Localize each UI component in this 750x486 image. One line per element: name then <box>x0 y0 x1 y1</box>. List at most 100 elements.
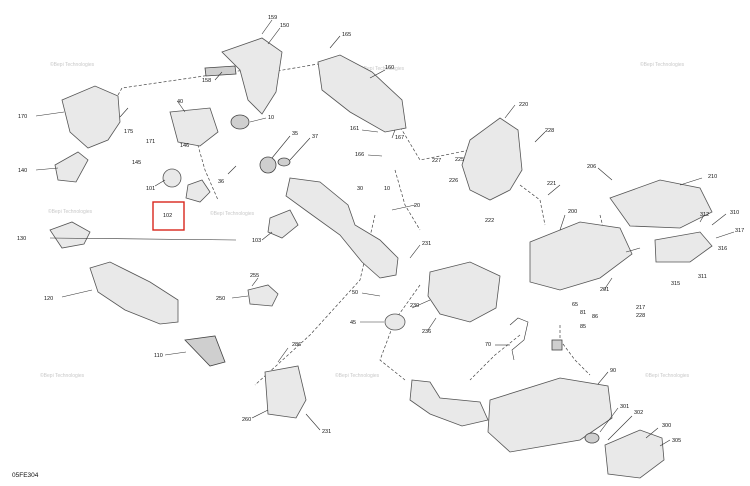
callout-label: 302 <box>634 410 643 416</box>
watermark: ©Bepi Technologies <box>210 210 255 217</box>
callout-labels: 159 150 158 165 160 170 175 40 171 10 35… <box>17 15 744 444</box>
callout-label: 260 <box>242 417 251 423</box>
watermark: ©Bepi Technologies <box>40 372 85 379</box>
part-158 <box>204 65 237 77</box>
callout-label: 231 <box>422 241 431 247</box>
callout-label: 37 <box>312 134 318 140</box>
callout-label: 110 <box>154 353 163 359</box>
callout-label: 217 <box>636 305 645 311</box>
part-200 <box>529 221 633 291</box>
part-101 <box>162 168 182 188</box>
callout-label: 40 <box>177 99 183 105</box>
callout-label: 167 <box>395 135 404 141</box>
callout-label: 210 <box>708 174 717 180</box>
callout-label: 30 <box>357 186 363 192</box>
callout-label: 317 <box>735 228 744 234</box>
callout-label: 170 <box>18 114 27 120</box>
watermark: ©Bepi Technologies <box>645 372 690 379</box>
part-103 <box>267 209 299 239</box>
part-102 <box>185 179 211 203</box>
callout-label: 86 <box>592 314 598 320</box>
callout-label: 316 <box>718 246 727 252</box>
callout-label: 230 <box>410 303 419 309</box>
callout-label: 221 <box>547 181 556 187</box>
part-250 <box>247 284 279 307</box>
callout-label: 81 <box>580 310 586 316</box>
highlight-box <box>152 201 185 231</box>
callout-label: 311 <box>698 274 707 280</box>
part-120 <box>89 261 179 325</box>
part-160 <box>317 54 407 133</box>
callout-label: 300 <box>662 423 671 429</box>
part-220 <box>461 117 523 201</box>
callout-label: 236 <box>422 329 431 335</box>
callout-label: 165 <box>342 32 351 38</box>
callout-label: 255 <box>250 273 259 279</box>
callout-label: 50 <box>352 290 358 296</box>
part-210 <box>609 179 713 229</box>
callout-label: 140 <box>18 168 27 174</box>
callout-label: 310 <box>730 210 739 216</box>
part-150 <box>221 37 283 115</box>
callout-label: 171 <box>146 139 155 145</box>
drawing-code: 05FE304 <box>12 472 39 479</box>
part-70 <box>509 317 529 361</box>
part-110 <box>184 335 226 367</box>
callout-label: 45 <box>350 320 356 326</box>
part-90 <box>487 377 613 453</box>
watermark: ©Bepi Technologies <box>360 65 405 72</box>
callout-label: 160 <box>385 65 394 71</box>
callout-label: 120 <box>44 296 53 302</box>
callout-label: 70 <box>485 342 491 348</box>
callout-label: 200 <box>568 209 577 215</box>
callout-label-highlighted: 102 <box>163 213 172 219</box>
part-45 <box>384 313 406 331</box>
callout-label: 225 <box>455 157 464 163</box>
watermark: ©Bepi Technologies <box>48 208 93 215</box>
watermark: ©Bepi Technologies <box>50 61 95 68</box>
part-170 <box>61 85 121 149</box>
callout-label: 228 <box>636 313 645 319</box>
callout-label: 166 <box>355 152 364 158</box>
callout-label: 145 <box>132 160 141 166</box>
callout-label: 175 <box>124 129 133 135</box>
callout-label: 286 <box>292 342 301 348</box>
callout-label: 85 <box>580 324 586 330</box>
callout-label: 312 <box>700 212 709 218</box>
watermark: ©Bepi Technologies <box>335 372 380 379</box>
callout-label: 101 <box>146 186 155 192</box>
callout-label: 220 <box>519 102 528 108</box>
callout-label: 301 <box>620 404 629 410</box>
callout-label: 159 <box>268 15 277 21</box>
callout-label: 206 <box>587 164 596 170</box>
parts <box>49 37 713 479</box>
callout-label: 35 <box>292 131 298 137</box>
callout-label: 201 <box>600 287 609 293</box>
part-260 <box>264 365 307 419</box>
part-40 <box>169 107 219 147</box>
callout-label: 315 <box>671 281 680 287</box>
part-10-gasket <box>230 114 250 130</box>
callout-label: 231 <box>322 429 331 435</box>
part-65 <box>551 339 563 351</box>
callout-label: 222 <box>485 218 494 224</box>
callout-label: 10 <box>384 186 390 192</box>
part-230 <box>427 261 501 323</box>
callout-label: 150 <box>280 23 289 29</box>
callout-label: 305 <box>672 438 681 444</box>
part-130 <box>49 221 91 249</box>
callout-label: 36 <box>218 179 224 185</box>
callout-label: 161 <box>350 126 359 132</box>
callout-label: 226 <box>449 178 458 184</box>
callout-label: 228 <box>545 128 554 134</box>
callout-label: 20 <box>414 203 420 209</box>
part-301 <box>584 432 600 444</box>
callout-label: 10 <box>268 115 274 121</box>
callout-label: 65 <box>572 302 578 308</box>
part-300 <box>604 429 665 479</box>
part-315 <box>654 231 713 263</box>
callout-label: 146 <box>180 143 189 149</box>
part-37 <box>277 157 291 167</box>
